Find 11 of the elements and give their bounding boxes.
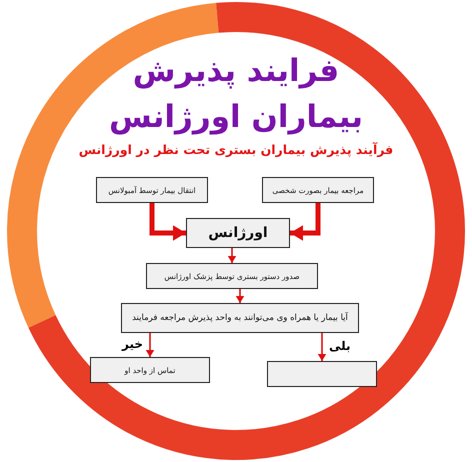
arrow	[318, 333, 326, 361]
arrow	[150, 203, 186, 241]
subtitle: فرآیند پذیرش بیماران بستری تحت نظر در اورژانس	[78, 142, 394, 157]
arrow	[146, 333, 154, 357]
title: فرایند پذیرش بیماران اورژانس	[108, 52, 364, 137]
arrow	[228, 248, 236, 263]
arrow	[290, 203, 320, 241]
question-box: آیا بیمار یا همراه وی می‌توانند به واحد پذیرش مراجعه فرمایند	[121, 303, 359, 333]
process-box: اورژانس	[186, 218, 290, 248]
arrow	[236, 289, 244, 303]
empty-box	[267, 361, 377, 387]
